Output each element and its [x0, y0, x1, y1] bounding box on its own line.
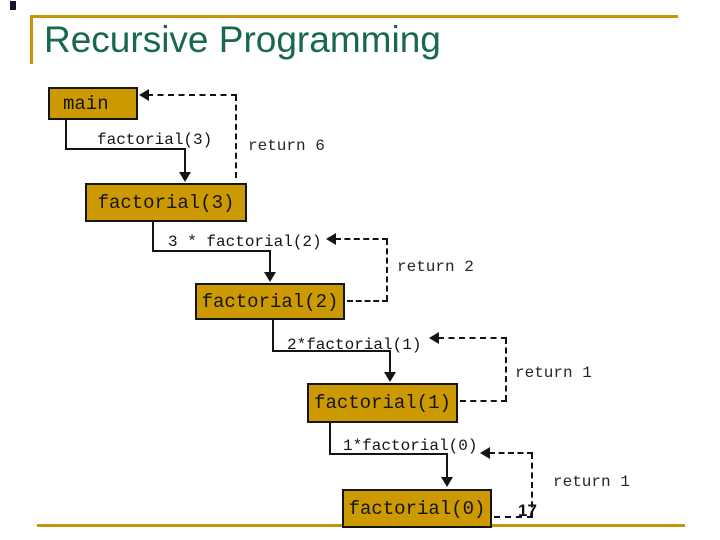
dashed-line-segment: [335, 238, 388, 240]
factorial-2-box: factorial(2): [195, 283, 345, 320]
main-box: main: [48, 87, 138, 120]
call-label-2-times-factorial-1: 2*factorial(1): [287, 336, 422, 354]
return-label-1a: return 1: [515, 364, 592, 382]
factorial-0-box: factorial(0): [342, 489, 492, 528]
title-accent-bar: [30, 15, 33, 64]
arrow-down-icon: [441, 477, 453, 487]
line-segment: [65, 148, 186, 150]
line-segment: [152, 220, 154, 252]
line-segment: [269, 250, 271, 274]
slide-title: Recursive Programming: [44, 19, 441, 60]
dashed-line-segment: [386, 239, 388, 301]
top-rule: [30, 15, 678, 18]
call-label-factorial-3: factorial(3): [97, 131, 213, 149]
line-segment: [446, 453, 448, 479]
line-segment: [329, 421, 331, 455]
return-label-6: return 6: [248, 137, 325, 155]
page-number: 17: [518, 501, 537, 520]
line-segment: [329, 453, 448, 455]
return-label-2: return 2: [397, 258, 474, 276]
line-segment: [272, 350, 391, 352]
dashed-line-segment: [494, 516, 533, 518]
line-segment: [152, 250, 271, 252]
line-segment: [184, 148, 186, 174]
line-segment: [272, 318, 274, 352]
dashed-line-segment: [438, 337, 507, 339]
call-label-3-times-factorial-2: 3 * factorial(2): [168, 233, 322, 251]
arrow-left-icon: [429, 332, 439, 344]
dashed-line-segment: [147, 94, 237, 96]
arrow-left-icon: [326, 233, 336, 245]
dashed-line-segment: [489, 452, 533, 454]
arrow-left-icon: [480, 447, 490, 459]
arrow-down-icon: [264, 272, 276, 282]
call-label-1-times-factorial-0: 1*factorial(0): [343, 437, 478, 455]
dashed-line-segment: [531, 453, 533, 517]
dashed-line-segment: [505, 338, 507, 401]
dashed-line-segment: [460, 400, 507, 402]
return-label-1b: return 1: [553, 473, 630, 491]
corner-accent-rect: [10, 1, 16, 10]
line-segment: [65, 120, 67, 150]
arrow-left-icon: [139, 89, 149, 101]
line-segment: [389, 350, 391, 374]
arrow-down-icon: [179, 172, 191, 182]
arrow-down-icon: [384, 372, 396, 382]
dashed-line-segment: [235, 95, 237, 178]
dashed-line-segment: [347, 300, 388, 302]
factorial-3-box: factorial(3): [85, 183, 247, 222]
factorial-1-box: factorial(1): [307, 383, 458, 423]
